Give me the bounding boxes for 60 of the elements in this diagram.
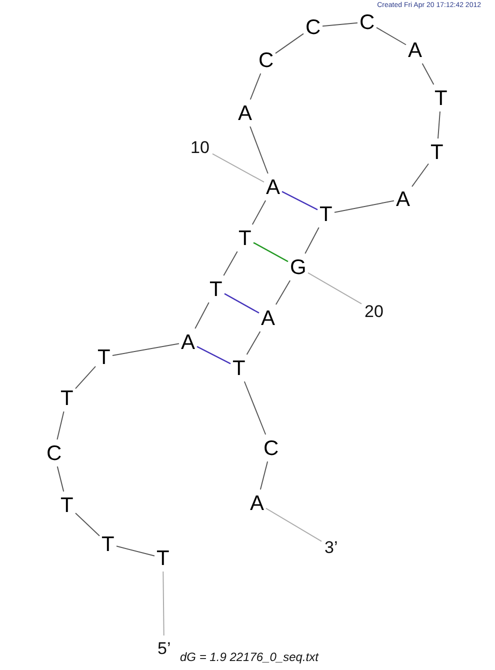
- base-letter: T: [96, 344, 112, 370]
- backbone-line: [322, 22, 358, 27]
- base-letter: A: [259, 304, 278, 332]
- base-letter: A: [248, 490, 266, 516]
- base-letter: A: [394, 186, 412, 212]
- base-letter: T: [428, 138, 446, 166]
- base-letter: A: [236, 100, 254, 126]
- base-letter: C: [256, 46, 276, 74]
- backbone-line: [438, 111, 440, 139]
- base-letter: T: [318, 200, 334, 228]
- backbone-line: [250, 73, 262, 100]
- backbone-line: [56, 466, 64, 492]
- base-letter: T: [58, 384, 76, 412]
- base-letter: T: [100, 530, 116, 558]
- leader-line: [212, 153, 264, 183]
- backbone-line: [56, 411, 64, 440]
- base-letter: T: [432, 84, 450, 112]
- backbone-line: [223, 251, 238, 276]
- base-letter: T: [154, 544, 172, 572]
- base-letter: C: [44, 440, 64, 466]
- backbone-line: [376, 27, 406, 46]
- backbone-line: [412, 163, 429, 188]
- base-pair-line: [253, 242, 288, 262]
- base-letter: C: [358, 8, 377, 36]
- leader-line: [162, 571, 164, 636]
- base-pair-line: [282, 191, 318, 210]
- backbone-line: [252, 200, 266, 225]
- backbone-line: [250, 126, 268, 174]
- base-letter: A: [406, 36, 424, 64]
- base-letter: A: [264, 174, 282, 200]
- base-pair-line: [224, 293, 260, 314]
- leader-line: [266, 508, 322, 542]
- strand-end-label: 3’: [322, 534, 341, 560]
- backbone-line: [75, 366, 96, 390]
- base-letter: C: [304, 14, 323, 40]
- base-pair-line: [196, 346, 231, 364]
- leader-line: [308, 272, 362, 304]
- backbone-line: [75, 512, 100, 536]
- base-letter: A: [179, 328, 198, 356]
- backbone-line: [116, 546, 155, 556]
- base-letter: T: [230, 354, 248, 382]
- position-number: 20: [362, 298, 386, 324]
- backbone-line: [260, 461, 268, 490]
- backbone-line: [275, 33, 304, 54]
- backbone-line: [112, 343, 180, 356]
- backbone-line: [194, 302, 210, 329]
- backbone-line: [334, 200, 394, 213]
- backbone-line: [275, 280, 291, 305]
- base-letter: T: [236, 224, 254, 252]
- base-letter: G: [288, 254, 308, 280]
- caption: dG = 1.9 22176_0_seq.txt: [180, 651, 318, 663]
- base-letter: T: [58, 492, 76, 518]
- strand-end-label: 5’: [154, 636, 174, 660]
- backbone-line: [422, 63, 434, 85]
- base-letter: T: [208, 276, 224, 302]
- backbone-line: [304, 227, 320, 254]
- backbone-line: [246, 331, 261, 355]
- base-letter: C: [262, 434, 281, 462]
- backbone-line: [244, 381, 266, 435]
- position-number: 10: [188, 134, 212, 160]
